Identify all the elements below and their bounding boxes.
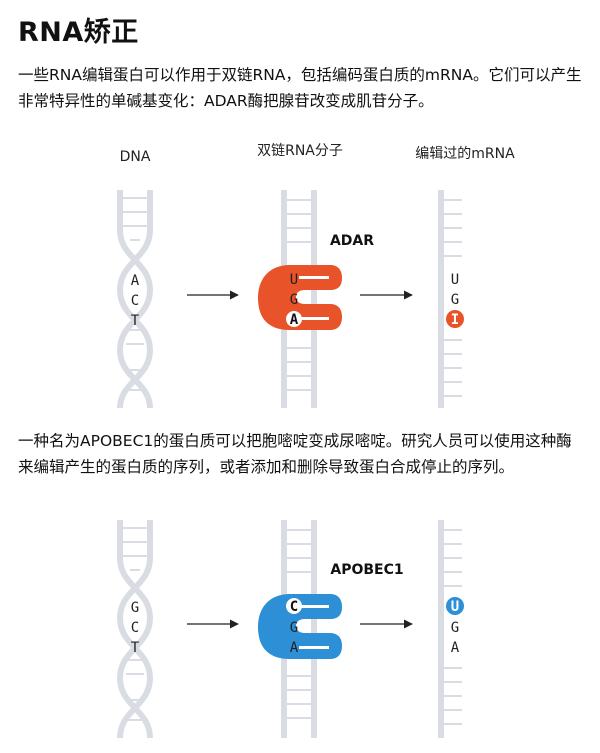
panel-adar: A C T ADAR U G A [116, 190, 464, 409]
edited-base: I [451, 312, 459, 328]
target-base: C [290, 599, 298, 615]
enzyme-label: ADAR [330, 233, 374, 249]
target-base-circle [286, 598, 302, 614]
pair-line [299, 646, 329, 649]
edited-mrna-strand [438, 520, 462, 738]
pair-line [299, 317, 329, 320]
enzyme-label: APOBEC1 [330, 562, 403, 578]
panel-apobec1: G C T APOBEC1 C G A [116, 520, 464, 739]
dna-base: C [131, 293, 139, 309]
dna-helix [116, 190, 154, 409]
rna-base: G [290, 620, 298, 636]
apobec1-enzyme [258, 594, 342, 659]
edited-base: U [451, 272, 459, 288]
edited-mrna-label: 编辑过的mRNA [415, 146, 515, 162]
target-base-circle [286, 311, 302, 327]
dna-base: T [131, 313, 140, 329]
dna-base: G [131, 600, 139, 616]
page-title: RNA矫正 [18, 17, 139, 48]
dna-base: T [131, 640, 140, 656]
edited-base-circle [446, 597, 464, 615]
double-rna-label: 双链RNA分子 [257, 143, 343, 159]
pair-line [299, 605, 329, 608]
edited-base-circle [446, 310, 464, 328]
rna-base: G [290, 292, 298, 308]
dna-base: C [131, 620, 139, 636]
adar-enzyme [258, 265, 342, 330]
pair-line [299, 276, 329, 279]
edited-mrna-strand [438, 190, 462, 408]
rna-base: A [290, 640, 299, 656]
edited-base: A [451, 640, 460, 656]
dna-helix [116, 520, 154, 739]
target-base: A [290, 312, 299, 328]
apobec-paragraph: 一种名为APOBEC1的蛋白质可以把胞嘧啶变成尿嘧啶。研究人员可以使用这种酶来编… [18, 432, 572, 476]
edited-base: U [451, 599, 459, 615]
dna-base: A [131, 273, 140, 289]
edited-base: G [451, 292, 459, 308]
dna-label: DNA [120, 149, 151, 165]
intro-paragraph: 一些RNA编辑蛋白可以作用于双链RNA，包括编码蛋白质的mRNA。它们可以产生非… [18, 66, 582, 110]
edited-base: G [451, 620, 459, 636]
rna-base: U [290, 272, 298, 288]
